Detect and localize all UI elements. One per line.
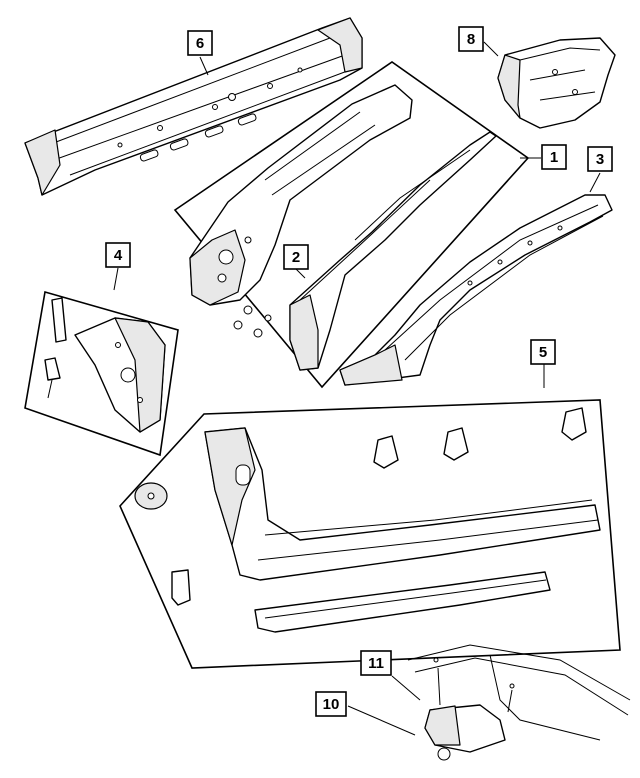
svg-text:3: 3 [596, 151, 604, 168]
callout-2: 2 [283, 244, 309, 270]
part-5-panel [119, 399, 621, 669]
screw-icon [233, 305, 272, 338]
callout-5: 5 [530, 339, 556, 365]
part-10-11-floor-bracket [407, 644, 631, 761]
callout-6: 6 [187, 30, 213, 56]
part-3-a-pillar [339, 194, 613, 386]
svg-text:5: 5 [539, 344, 547, 361]
callout-4: 4 [105, 242, 131, 268]
svg-text:10: 10 [323, 696, 340, 713]
part-1-panel [173, 61, 530, 389]
svg-text:1: 1 [550, 149, 558, 166]
svg-text:6: 6 [196, 35, 204, 52]
part-6-roof-rail [24, 17, 363, 196]
callout-11: 11 [360, 650, 392, 676]
part-4-panel [24, 290, 179, 457]
svg-text:8: 8 [467, 31, 475, 48]
callout-8: 8 [458, 26, 484, 52]
svg-text:4: 4 [114, 247, 123, 264]
callout-10: 10 [315, 691, 347, 717]
svg-text:11: 11 [368, 655, 384, 672]
part-8-bracket [497, 37, 616, 129]
svg-text:2: 2 [292, 249, 300, 266]
leader-lines [113, 41, 601, 736]
callout-1: 1 [541, 144, 567, 170]
callout-3: 3 [587, 146, 613, 172]
